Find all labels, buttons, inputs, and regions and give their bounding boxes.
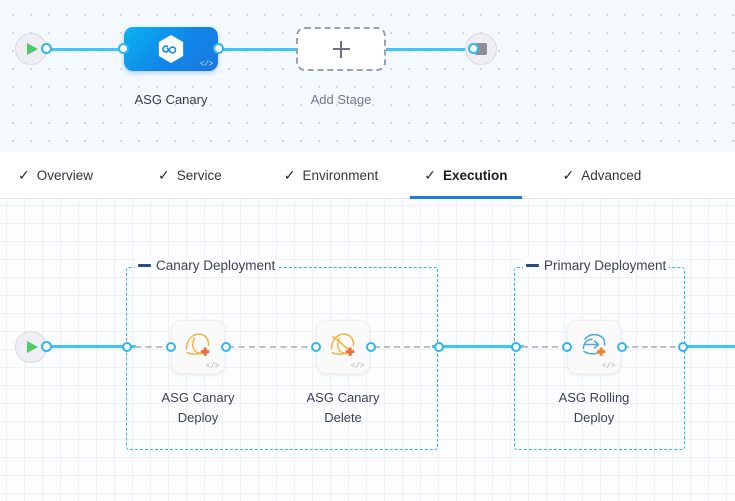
step-code-badge[interactable]: </> <box>205 362 220 371</box>
step-node-label: ASG Canary Deploy <box>138 388 258 428</box>
exec-connector-dashed <box>374 346 440 348</box>
tab-label: Overview <box>36 167 93 183</box>
group-output-port[interactable] <box>678 342 688 352</box>
step-node-label: ASG Canary Delete <box>283 388 403 428</box>
tab-overview[interactable]: ✓ Overview <box>18 152 93 199</box>
tab-label: Execution <box>443 167 508 183</box>
exec-connector-dashed <box>135 346 173 348</box>
stage-code-badge[interactable]: </> <box>199 60 214 69</box>
step-group-primary-deployment[interactable]: Primary Deployment <box>514 258 685 450</box>
execution-canvas[interactable]: Canary Deployment </> ASG Canary Deploy <box>0 199 735 501</box>
step-input-port[interactable] <box>311 342 321 352</box>
step-node-asg-rolling-deploy[interactable]: </> <box>567 320 621 374</box>
start-output-port[interactable] <box>41 43 52 54</box>
step-group-canary-deployment[interactable]: Canary Deployment <box>126 258 438 450</box>
tab-label: Advanced <box>581 167 642 183</box>
step-label-line2: Deploy <box>177 410 219 426</box>
step-code-badge[interactable]: </> <box>601 362 616 371</box>
dash-collapse-icon[interactable] <box>138 264 151 267</box>
play-icon <box>27 341 38 353</box>
tab-advanced[interactable]: ✓ Advanced <box>563 152 642 199</box>
asg-canary-delete-icon <box>330 333 355 357</box>
step-label-line1: ASG Rolling <box>558 390 630 405</box>
step-output-port[interactable] <box>366 342 376 352</box>
asg-canary-deploy-icon <box>185 333 210 357</box>
check-icon: ✓ <box>158 167 170 183</box>
step-node-asg-canary-deploy[interactable]: </> <box>171 320 225 374</box>
step-code-badge[interactable]: </> <box>350 362 365 371</box>
exec-connector-dashed <box>623 346 685 348</box>
dash-collapse-icon[interactable] <box>526 264 539 267</box>
pipeline-start-node[interactable] <box>15 33 47 65</box>
group-input-port[interactable] <box>122 342 132 352</box>
step-group-header[interactable]: Canary Deployment <box>135 258 279 273</box>
step-output-port[interactable] <box>617 342 627 352</box>
tab-environment[interactable]: ✓ Environment <box>284 152 379 199</box>
stage-connector-line <box>210 48 308 51</box>
check-icon: ✓ <box>283 167 296 183</box>
stage-node-asg-canary[interactable]: </> <box>124 27 218 71</box>
group-output-port[interactable] <box>434 342 444 352</box>
asg-hexagon-infinity-icon <box>158 35 184 63</box>
step-label-line1: ASG Canary <box>161 390 235 405</box>
stage-connector-line <box>44 48 136 51</box>
step-input-port[interactable] <box>166 342 176 352</box>
check-icon: ✓ <box>424 167 437 183</box>
tab-execution[interactable]: ✓ Execution <box>410 152 522 199</box>
step-node-label: ASG Rolling Deploy <box>534 388 654 428</box>
tab-label: Service <box>176 167 222 183</box>
group-input-port[interactable] <box>511 342 521 352</box>
exec-connector-line <box>432 345 524 348</box>
step-group-header[interactable]: Primary Deployment <box>523 258 670 273</box>
exec-connector-line <box>680 345 735 348</box>
exec-connector-line <box>44 345 136 348</box>
check-icon: ✓ <box>18 167 30 183</box>
asg-rolling-deploy-icon <box>582 334 606 357</box>
stage-tab-bar[interactable]: ✓ Overview ✓ Service ✓ Environment ✓ Exe… <box>0 152 735 199</box>
step-input-port[interactable] <box>562 342 572 352</box>
step-group-title: Primary Deployment <box>544 258 667 273</box>
add-stage-label: Add Stage <box>310 92 372 107</box>
tab-label: Environment <box>302 167 379 183</box>
step-label-line2: Deploy <box>573 410 615 426</box>
step-label-line1: ASG Canary <box>306 390 380 405</box>
end-input-port[interactable] <box>468 43 479 54</box>
play-icon <box>27 43 38 55</box>
exec-connector-dashed <box>522 346 568 348</box>
stage-connector-line <box>378 48 476 51</box>
stage-input-port[interactable] <box>118 43 129 54</box>
step-group-title: Canary Deployment <box>156 258 276 273</box>
plus-icon <box>332 40 350 58</box>
step-label-line2: Delete <box>324 410 362 426</box>
step-node-asg-canary-delete[interactable]: </> <box>316 320 370 374</box>
tab-service[interactable]: ✓ Service <box>158 152 222 199</box>
stage-node-label: ASG Canary <box>134 92 208 107</box>
execution-start-port[interactable] <box>41 341 52 352</box>
stage-output-port[interactable] <box>213 43 224 54</box>
add-stage-button[interactable] <box>296 27 386 71</box>
stage-canvas[interactable]: </> ASG Canary Add Stage <box>0 0 735 152</box>
exec-connector-dashed <box>228 346 318 348</box>
step-output-port[interactable] <box>221 342 231 352</box>
check-icon: ✓ <box>562 167 575 183</box>
